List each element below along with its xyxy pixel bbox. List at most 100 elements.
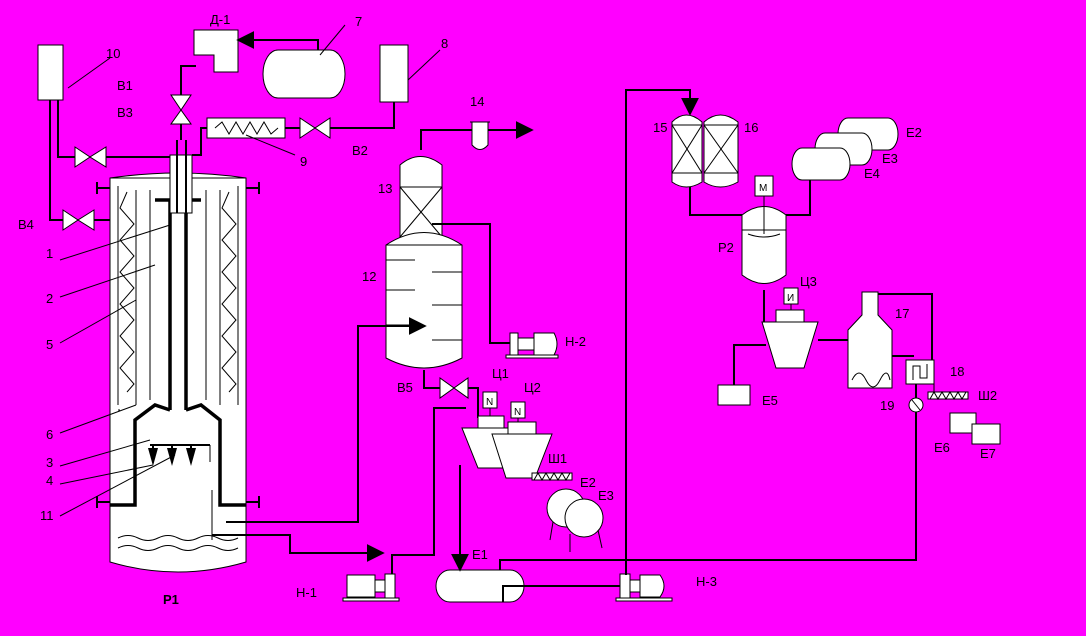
label-15: 15 [653,120,667,135]
pipe-e1-h3 [502,585,620,602]
vessel-10 [37,44,64,101]
pipe-7-d1 [236,31,319,50]
pump-19 [908,397,924,413]
reactor-p2 [741,175,787,284]
label-e4: E4 [864,166,880,181]
motor-label-m: M [759,183,767,194]
pipe-9-p1 [192,127,207,156]
label-10: 10 [106,46,120,61]
dryer-17 [847,291,893,389]
label-p2: P2 [718,240,734,255]
vessel-8 [379,44,409,103]
label-11: 11 [40,508,54,523]
label-17: 17 [895,306,909,321]
pipe-10-b3 [57,100,75,158]
label-7: 7 [355,14,362,29]
label-8: 8 [441,36,448,51]
motor-labels: M И N N [486,183,794,418]
screw-conveyor-sh1 [531,471,573,482]
reactor-p1 [96,140,260,573]
label-ts3: Ц3 [800,274,817,289]
pipe-p1-h1 [212,534,385,562]
label-b4: B4 [18,217,34,232]
cyclone-18 [905,359,935,385]
centrifuge-ts2 [491,401,553,479]
tank-e5 [717,384,751,406]
motor-label-n1: N [486,397,493,408]
label-sh1: Ш1 [548,451,567,466]
valve-b2[interactable] [299,117,331,139]
pipe-d1-b1 [180,65,196,95]
label-p1: P1 [163,592,179,607]
label-e7: E7 [980,446,996,461]
pipe-p1-12 [226,317,427,523]
tank-e7 [971,423,1001,445]
motor-label-n2: N [514,407,521,418]
receiver-7 [262,49,346,99]
label-e2-bottom: E2 [580,475,596,490]
label-e1: E1 [472,547,488,562]
label-sh2: Ш2 [978,388,997,403]
label-h3: H-3 [696,574,717,589]
pipe-15-p2 [689,187,742,216]
label-b5: B5 [397,380,413,395]
pipe-h3-15 [625,89,699,575]
label-h2: H-2 [565,334,586,349]
leader-lines [59,24,441,517]
label-e2-top: E2 [906,125,922,140]
pump-h3 [615,573,673,602]
condenser-13 [399,156,443,241]
label-4: 4 [46,473,53,488]
centrifuge-ts3 [761,287,819,369]
valve-b4[interactable] [62,209,95,231]
label-b1: B1 [117,78,133,93]
label-b2: B2 [352,143,368,158]
label-13: 13 [378,181,392,196]
column-12 [385,232,463,369]
label-e3-bottom: E3 [598,488,614,503]
label-3: 3 [46,455,53,470]
pipe-h1-b5 [391,407,466,574]
pipe-12-b5 [423,370,440,389]
label-h1: H-1 [296,585,317,600]
valve-b1[interactable] [170,94,192,125]
adsorber-15 [671,114,703,188]
label-2: 2 [46,291,53,306]
spheres-e2-e3 [546,488,604,552]
pump-h2 [505,332,559,359]
label-e5: E5 [762,393,778,408]
drums-e2-e3-e4 [791,117,899,181]
pipe-17-18 [878,293,933,360]
pipe-13-h2 [432,223,510,344]
label-ts1: Ц1 [492,366,509,381]
pipe-8-b2 [330,102,395,129]
label-18: 18 [950,364,964,379]
label-16: 16 [744,120,758,135]
label-d1: Д-1 [210,12,230,27]
valve-b5[interactable] [439,377,469,399]
pipe-e4-p2 [786,180,811,216]
screw-conveyor-sh2 [927,384,969,401]
motor-label-i: И [787,293,794,304]
label-19: 19 [880,398,894,413]
pipe-e1-19 [499,412,917,570]
label-14: 14 [470,94,484,109]
label-ts2: Ц2 [524,380,541,395]
valve-b3[interactable] [74,146,107,168]
pipe-13-14 [420,129,472,150]
label-5: 5 [46,337,53,352]
label-9: 9 [300,154,307,169]
pump-h1 [342,573,400,602]
label-12: 12 [362,269,376,284]
pipe-b5-ts1 [468,387,479,418]
label-e3-top: E3 [882,151,898,166]
equipment-labels: Д-1 7 8 9 10 B1 B2 B3 B4 B5 14 13 12 15 … [18,12,997,607]
label-6: 6 [46,427,53,442]
trap-14 [470,121,490,150]
label-e6: E6 [934,440,950,455]
device-d1 [193,29,239,73]
label-1: 1 [46,246,53,261]
label-b3: B3 [117,105,133,120]
